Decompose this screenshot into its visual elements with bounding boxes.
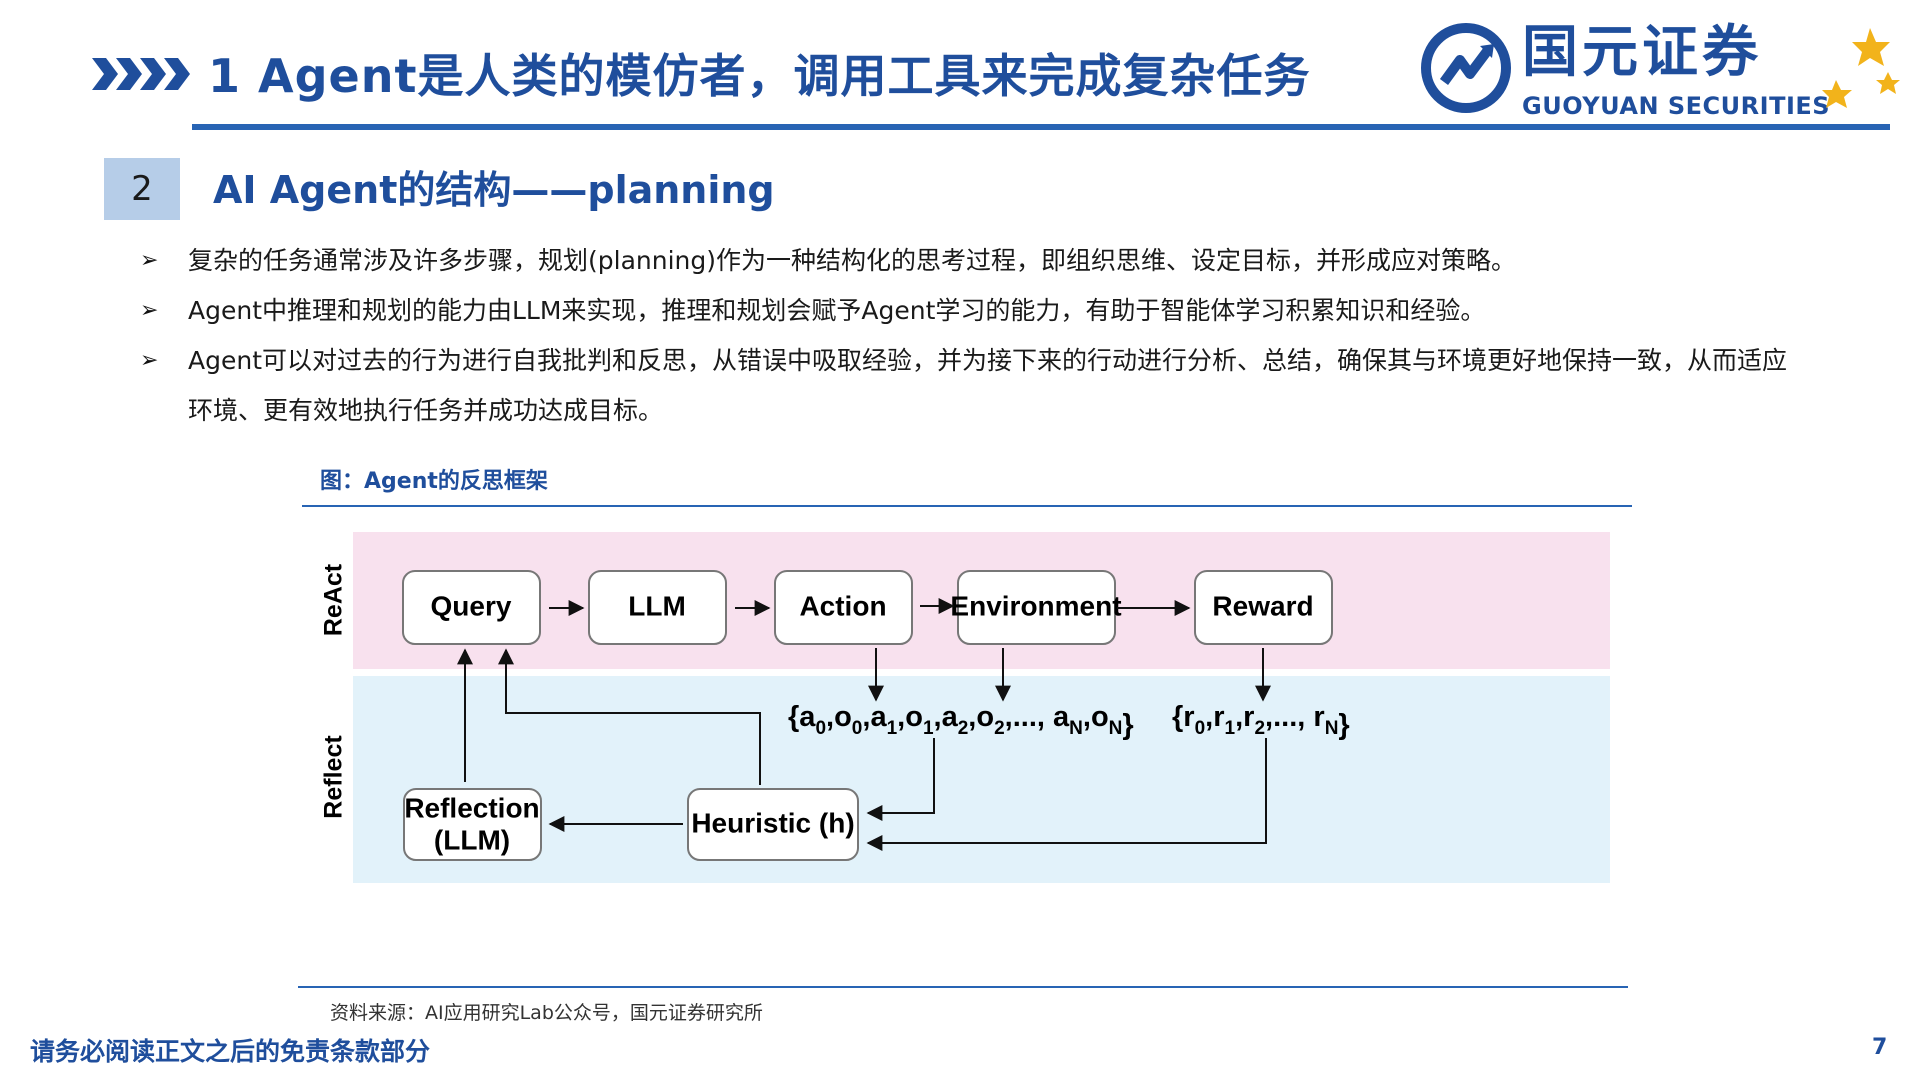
trajectory-symbol: a <box>942 701 959 733</box>
arrow-bullet-icon: ➢ <box>140 248 159 273</box>
trajectory-symbol: a <box>799 701 816 733</box>
rewards-subscript: 2 <box>1254 718 1265 739</box>
reflection-node: Reflection (LLM) <box>403 788 542 861</box>
heuristic-node: Heuristic (h) <box>687 788 859 861</box>
action-label: Action <box>799 590 886 621</box>
page-title: 1 Agent是人类的模仿者，调用工具来完成复杂任务 <box>208 49 1311 103</box>
trajectory-symbol: o <box>905 701 923 733</box>
arrow-bullet-icon: ➢ <box>140 298 159 323</box>
trajectory-separator: , <box>968 701 976 733</box>
page-number: 7 <box>1872 1035 1888 1060</box>
trajectory-subscript: 0 <box>852 718 863 739</box>
chevron-arrows-icon <box>92 58 190 90</box>
rewards-symbol: r <box>1213 701 1224 733</box>
trajectory-subscript: 1 <box>923 718 934 739</box>
reward-label: Reward <box>1212 590 1313 621</box>
trajectory-symbol: o <box>976 701 994 733</box>
logo-chinese-name: 国元证券 <box>1522 20 1762 85</box>
rewards-brace: } <box>1338 709 1349 741</box>
trajectory-separator: ,..., <box>1005 701 1053 733</box>
environment-label: Environment <box>950 590 1121 621</box>
trajectory-subscript: 2 <box>958 718 969 739</box>
reward-sequence: {r0,r1,r2,..., rN} <box>1172 701 1350 741</box>
trajectory-separator: , <box>826 701 834 733</box>
arrow-heuristic-to-query <box>498 648 761 785</box>
environment-node: Environment <box>950 570 1122 645</box>
rewards-subscript: 0 <box>1195 718 1206 739</box>
rewards-brace: { <box>1172 701 1183 733</box>
rewards-symbol: r <box>1183 701 1194 733</box>
section-number: 2 <box>104 158 180 220</box>
disclaimer-text: 请务必阅读正文之后的免责条款部分 <box>30 1037 431 1066</box>
trajectory-symbol: a <box>1053 701 1070 733</box>
reflection-label-line1: Reflection <box>404 792 539 823</box>
trajectory-brace: { <box>788 701 799 733</box>
trajectory-sequence: {a0,o0,a1,o1,a2,o2,..., aN,oN} <box>788 701 1134 741</box>
trajectory-subscript: 2 <box>994 718 1005 739</box>
trajectory-symbol: a <box>870 701 887 733</box>
trajectory-subscript: 0 <box>815 718 826 739</box>
trajectory-subscript: 1 <box>887 718 898 739</box>
query-label: Query <box>431 590 512 621</box>
figure-source: 资料来源：AI应用研究Lab公众号，国元证券研究所 <box>330 1002 763 1024</box>
logo-english-name: GUOYUAN SECURITIES <box>1522 92 1831 120</box>
arrow-rewards-to-heuristic <box>866 738 1267 851</box>
bullet-item: ➢ 复杂的任务通常涉及许多步骤，规划(planning)作为一种结构化的思考过程… <box>140 236 1800 286</box>
rewards-separator: , <box>1235 701 1243 733</box>
rewards-symbol: r <box>1243 701 1254 733</box>
trajectory-separator: , <box>934 701 942 733</box>
trajectory-separator: , <box>862 701 870 733</box>
llm-label: LLM <box>628 590 686 621</box>
trajectory-separator: , <box>897 701 905 733</box>
action-node: Action <box>774 570 913 645</box>
reflection-label-line2: (LLM) <box>434 824 510 855</box>
bullet-text: Agent可以对过去的行为进行自我批判和反思，从错误中吸取经验，并为接下来的行动… <box>188 346 1788 425</box>
bullet-text: 复杂的任务通常涉及许多步骤，规划(planning)作为一种结构化的思考过程，即… <box>188 246 1516 275</box>
rewards-separator: ,..., <box>1265 701 1313 733</box>
arrow-trajectory-to-heuristic <box>866 738 935 821</box>
figure-bottom-rule <box>298 986 1628 988</box>
trajectory-subscript: N <box>1109 718 1123 739</box>
bullet-list: ➢ 复杂的任务通常涉及许多步骤，规划(planning)作为一种结构化的思考过程… <box>140 236 1800 436</box>
guoyuan-logo-icon <box>1421 23 1511 113</box>
figure-top-rule <box>302 505 1632 507</box>
header-divider <box>192 124 1890 130</box>
trajectory-symbol: o <box>834 701 852 733</box>
heuristic-label: Heuristic (h) <box>691 807 854 838</box>
reward-node: Reward <box>1194 570 1333 645</box>
rewards-subscript: 1 <box>1225 718 1236 739</box>
bullet-item: ➢ Agent可以对过去的行为进行自我批判和反思，从错误中吸取经验，并为接下来的… <box>140 336 1800 436</box>
gold-stars-icon <box>1822 28 1900 108</box>
reflect-band <box>353 676 1610 883</box>
trajectory-subscript: N <box>1069 718 1083 739</box>
section-title: AI Agent的结构——planning <box>213 168 775 212</box>
reflect-band-label: Reflect <box>320 735 348 819</box>
rewards-separator: , <box>1205 701 1213 733</box>
query-node: Query <box>402 570 541 645</box>
reflection-framework-diagram: ReAct Reflect Query LLM Action Environme… <box>320 532 1610 883</box>
bullet-item: ➢ Agent中推理和规划的能力由LLM来实现，推理和规划会赋予Agent学习的… <box>140 286 1800 336</box>
trajectory-symbol: o <box>1091 701 1109 733</box>
llm-node: LLM <box>588 570 727 645</box>
bullet-text: Agent中推理和规划的能力由LLM来实现，推理和规划会赋予Agent学习的能力… <box>188 296 1486 325</box>
trajectory-separator: , <box>1083 701 1091 733</box>
arrow-bullet-icon: ➢ <box>140 348 159 373</box>
trajectory-brace: } <box>1122 709 1133 741</box>
react-band-label: ReAct <box>320 563 348 636</box>
rewards-subscript: N <box>1325 718 1339 739</box>
rewards-symbol: r <box>1313 701 1324 733</box>
figure-caption: 图：Agent的反思框架 <box>320 469 548 494</box>
